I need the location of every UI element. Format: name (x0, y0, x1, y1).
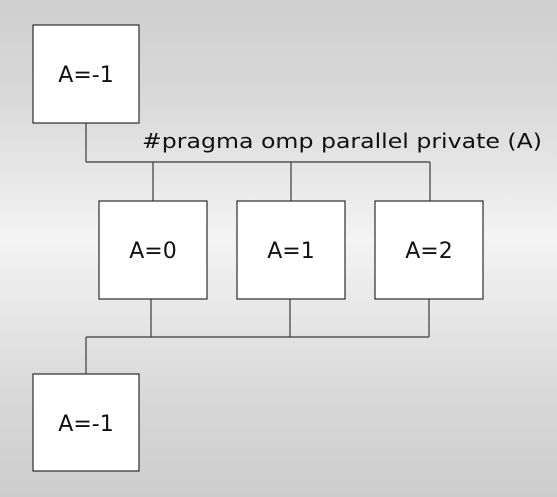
join-connectors (85, 299, 430, 374)
master-thread-after-box (32, 373, 140, 472)
thread-1-box (236, 200, 346, 300)
thread-0-box (98, 200, 208, 300)
master-thread-before-node: A=-1 (32, 24, 140, 124)
thread-2-box (374, 200, 484, 300)
master-thread-after-node: A=-1 (32, 373, 140, 472)
fork-connectors (85, 123, 431, 201)
thread-1-label: A=1 (267, 239, 314, 264)
thread-1-node: A=1 (236, 200, 346, 300)
thread-2-label: A=2 (405, 239, 452, 264)
thread-0-node: A=0 (98, 200, 208, 300)
master-thread-before-box (32, 24, 140, 124)
master-thread-after-label: A=-1 (58, 412, 113, 437)
thread-0-label: A=0 (129, 239, 176, 264)
master-thread-before-label: A=-1 (58, 63, 113, 88)
pragma-directive-label: #pragma omp parallel private (A) (142, 129, 542, 153)
thread-2-node: A=2 (374, 200, 484, 300)
